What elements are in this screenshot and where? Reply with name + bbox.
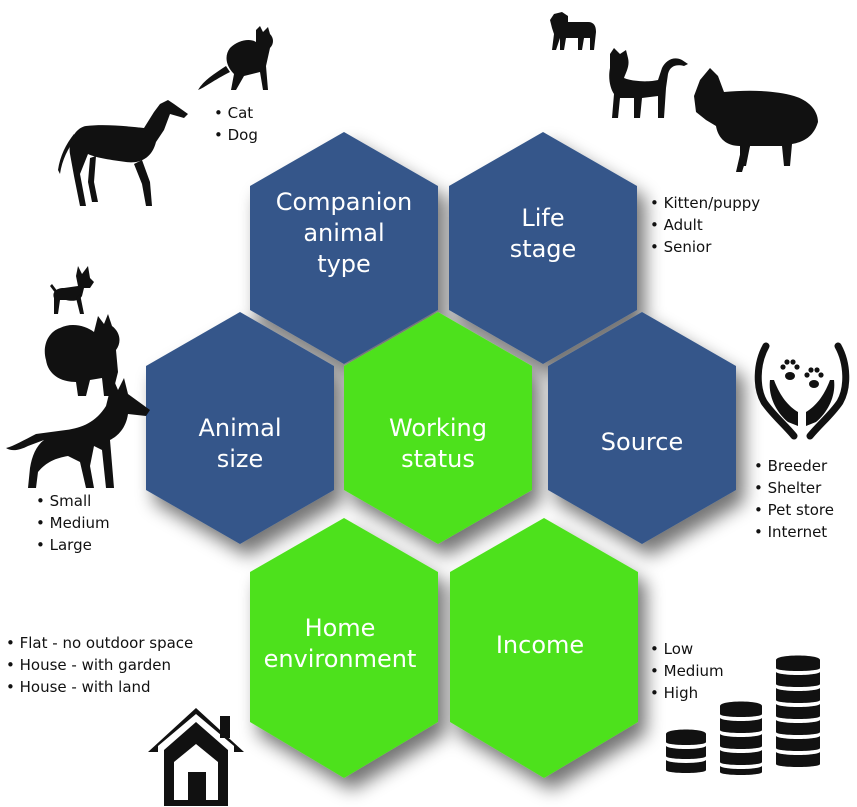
hex-income <box>450 518 638 778</box>
hex-line: type <box>317 250 371 278</box>
hex-label-companion-animal-type: Companion animal type <box>254 187 434 280</box>
hex-home-environment <box>250 518 438 778</box>
list-item: House - with land <box>6 676 193 698</box>
hex-label-source: Source <box>552 427 732 458</box>
house-icon <box>148 708 244 806</box>
list-item: Adult <box>650 214 760 236</box>
hex-label-working-status: Working status <box>348 413 528 475</box>
list-item: Shelter <box>754 477 834 499</box>
hex-line: Home <box>304 614 376 642</box>
hex-line: size <box>216 445 264 473</box>
hands-paws-icon <box>754 342 850 440</box>
list-item: Senior <box>650 236 760 258</box>
cat-icon <box>609 48 688 118</box>
hex-life-stage <box>449 132 637 364</box>
hex-line: stage <box>509 235 577 263</box>
list-item: Medium <box>36 512 110 534</box>
list-item: Medium <box>650 660 724 682</box>
list-item: Dog <box>214 124 258 146</box>
animal-type-list: Cat Dog <box>214 102 258 146</box>
list-item: Cat <box>214 102 258 124</box>
hex-line: animal <box>303 219 385 247</box>
hex-source <box>548 312 736 544</box>
source-list: Breeder Shelter Pet store Internet <box>754 455 834 543</box>
list-item: Breeder <box>754 455 834 477</box>
home-environment-list: Flat - no outdoor space House - with gar… <box>6 632 194 698</box>
list-item: Flat - no outdoor space <box>6 632 194 654</box>
hex-line: Animal <box>198 414 282 442</box>
hex-label-animal-size: Animal size <box>150 413 330 475</box>
hex-line: environment <box>263 645 417 673</box>
hex-companion-animal-type <box>250 132 438 364</box>
list-item: Pet store <box>754 499 834 521</box>
list-item: Kitten/puppy <box>650 192 761 214</box>
shepherd-dog-icon <box>6 376 150 488</box>
greyhound-dog-icon <box>58 100 188 206</box>
hex-line: status <box>401 445 475 473</box>
small-dog-icon <box>550 12 596 50</box>
list-item: Internet <box>754 521 834 543</box>
list-item: House - with garden <box>6 654 193 676</box>
coin-stacks-icon <box>666 655 820 775</box>
list-item: Small <box>36 490 110 512</box>
hex-label-income: Income <box>450 630 630 661</box>
income-list: Low Medium High <box>650 638 724 704</box>
hex-line: Life <box>521 204 565 232</box>
fluffy-dog-icon <box>694 68 818 172</box>
list-item: Large <box>36 534 110 556</box>
hex-line: Source <box>600 428 684 456</box>
hex-line: Working <box>389 414 487 442</box>
hex-line: Income <box>495 631 585 659</box>
list-item: Low <box>650 638 724 660</box>
cat-icon <box>198 26 273 90</box>
hex-line: Companion <box>275 188 413 216</box>
hex-label-home-environment: Home environment <box>250 613 430 675</box>
life-stage-list: Kitten/puppy Adult Senior <box>650 192 761 258</box>
chihuahua-icon <box>50 266 94 314</box>
list-item: High <box>650 682 724 704</box>
hex-animal-size <box>146 312 334 544</box>
spitz-dog-icon <box>44 314 120 396</box>
hex-label-life-stage: Life stage <box>453 203 633 265</box>
hex-working-status <box>344 312 532 544</box>
animal-size-list: Small Medium Large <box>36 490 110 556</box>
